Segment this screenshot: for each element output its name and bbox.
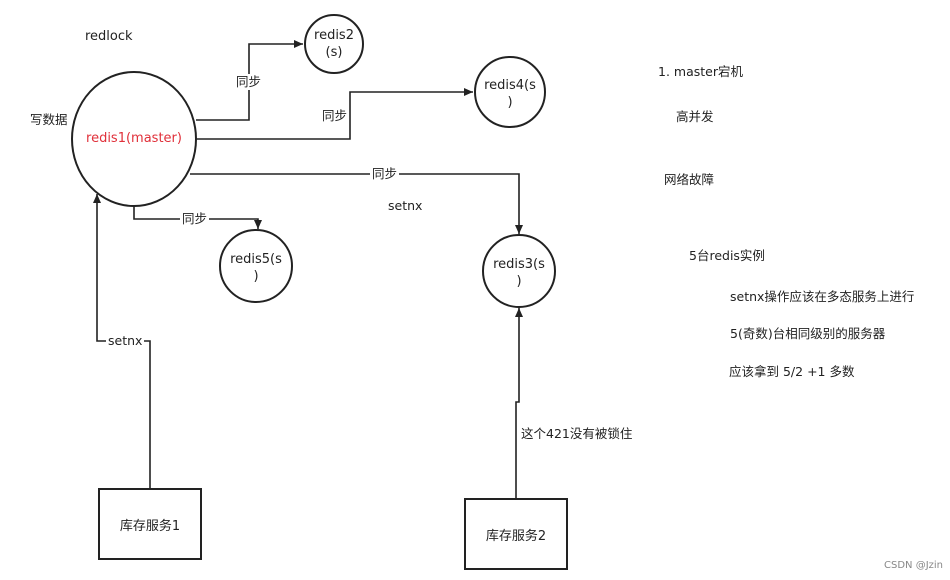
service1-label: 库存服务1 <box>119 518 181 534</box>
note-majority: 应该拿到 5/2 +1 多数 <box>729 364 855 379</box>
redis3-node <box>482 234 556 308</box>
edge-label-sync-redis5: 同步 <box>180 211 210 227</box>
edge-service2-redis3 <box>515 308 523 498</box>
redis3-label-line1: redis3(s <box>493 257 545 272</box>
redis1-label: redis1(master) <box>86 131 182 146</box>
service1-box: 库存服务1 <box>98 488 202 560</box>
redis4-node <box>474 56 546 128</box>
redis2-label: redis2 (s) <box>305 27 363 61</box>
note-high-concurrency: 高并发 <box>676 109 714 124</box>
redis2-label-line1: redis2 <box>314 28 354 43</box>
redis4-label-line2: ) <box>507 95 513 110</box>
write-data-label: 写数据 <box>30 112 68 127</box>
note-odd-servers: 5(奇数)台相同级别的服务器 <box>730 326 886 341</box>
edge-sync-redis4 <box>196 88 473 140</box>
edge-label-setnx-left: setnx <box>106 333 145 349</box>
redis5-node <box>219 229 293 303</box>
redis4-label-line1: redis4(s <box>484 78 536 93</box>
edge-sync-redis3 <box>190 173 523 234</box>
redis5-label: redis5(s ) <box>220 251 292 285</box>
edge-label-setnx-mid: setnx <box>388 198 423 213</box>
edge-label-sync-redis2: 同步 <box>234 74 264 90</box>
note-setnx-multi: setnx操作应该在多态服务上进行 <box>730 289 915 304</box>
edge-label-sync-redis3: 同步 <box>370 166 400 182</box>
redis2-node <box>304 14 364 74</box>
watermark: CSDN @Jzin <box>884 560 944 571</box>
note-network-failure: 网络故障 <box>664 172 715 187</box>
edge-label-not-locked: 这个421没有被锁住 <box>521 426 633 441</box>
service2-box: 库存服务2 <box>464 498 568 570</box>
redis5-label-line2: ) <box>253 269 259 284</box>
redis4-label: redis4(s ) <box>475 77 545 111</box>
service2-label: 库存服务2 <box>485 528 547 544</box>
redis3-label: redis3(s ) <box>483 256 555 290</box>
diagram-title: redlock <box>85 29 133 44</box>
redis5-label-line1: redis5(s <box>230 252 282 267</box>
redis3-label-line2: ) <box>516 274 522 289</box>
redis2-label-line2: (s) <box>325 45 343 60</box>
edge-label-sync-redis4: 同步 <box>320 108 350 124</box>
note-master-down: 1. master宕机 <box>658 64 743 79</box>
note-five-instances: 5台redis实例 <box>689 248 765 263</box>
